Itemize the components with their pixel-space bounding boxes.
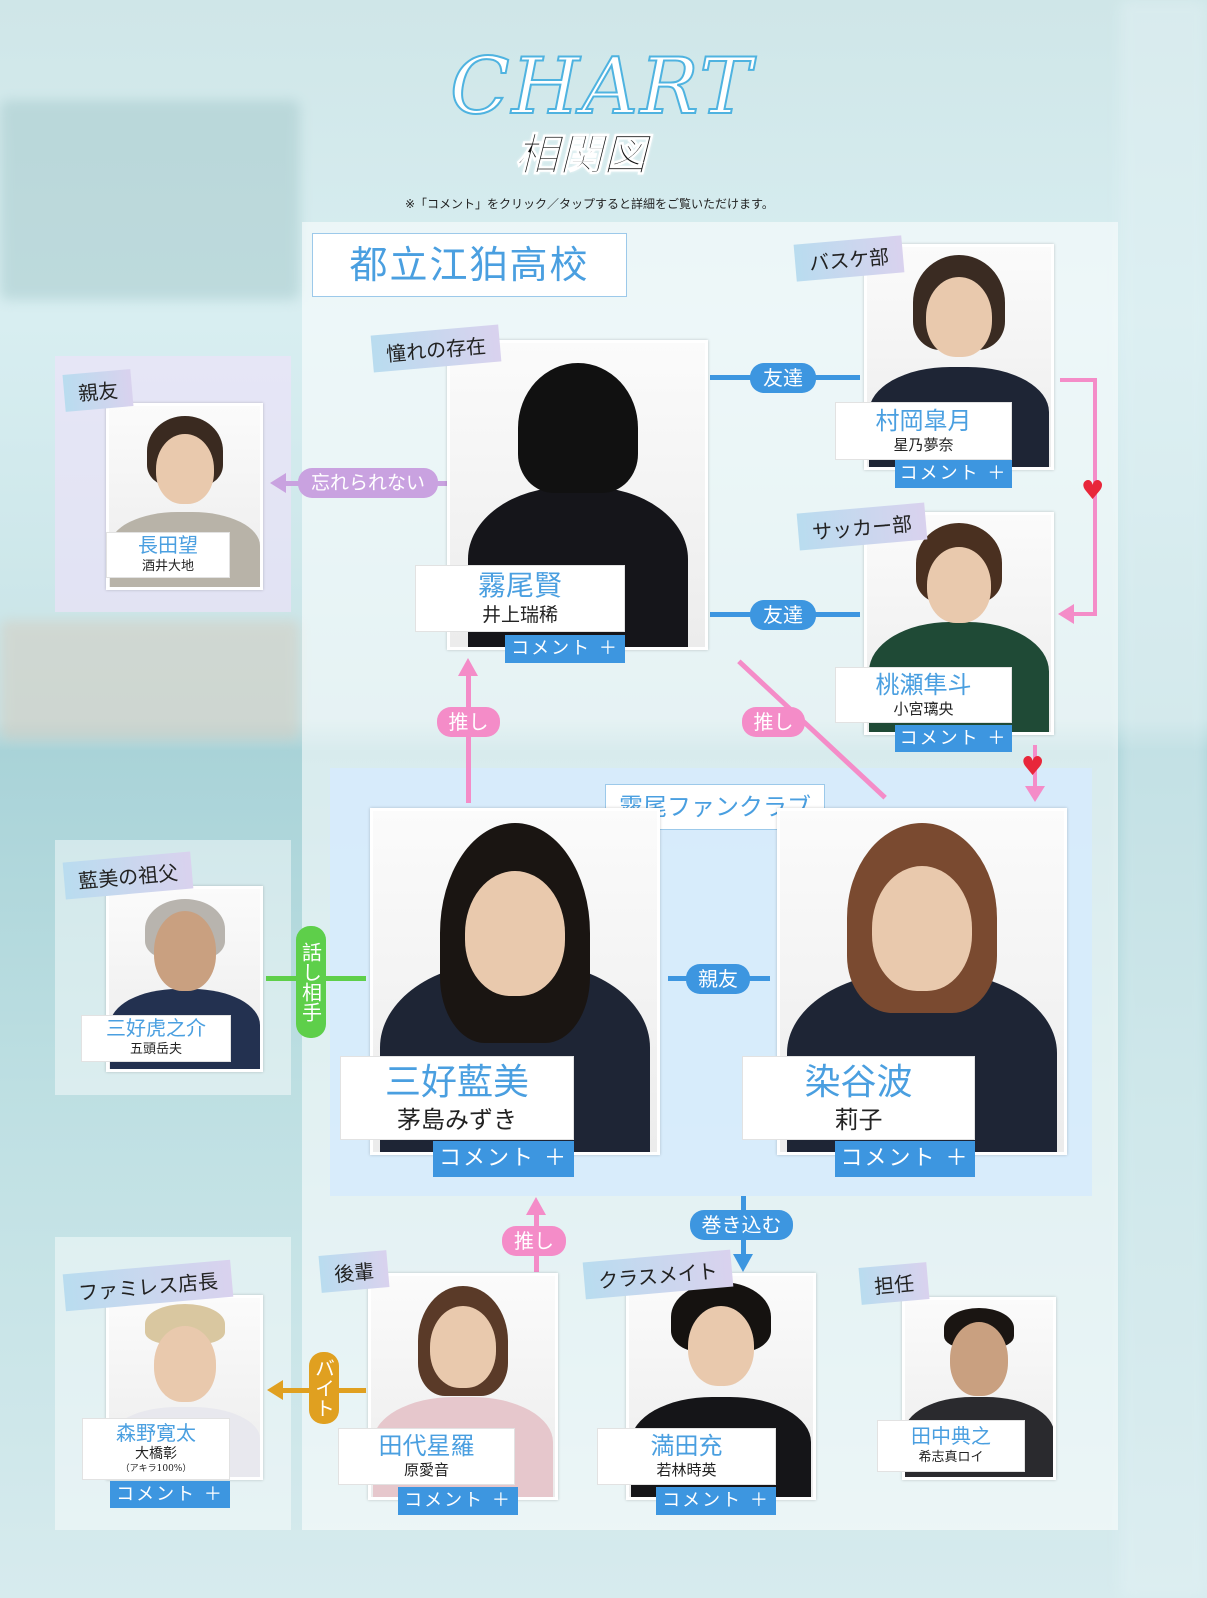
relation-oshi-2: 推し: [742, 707, 805, 737]
tag-junior: 後輩: [318, 1250, 390, 1293]
actor-name: 星乃夢奈: [893, 436, 954, 454]
oshi-line-1: [466, 675, 471, 803]
background-window: [1120, 0, 1207, 1598]
title-jp: 相関図: [515, 130, 648, 181]
character-name: 森野寛太: [116, 1421, 196, 1445]
relation-friend-1: 友達: [750, 363, 816, 393]
actor-name: 小宮璃央: [893, 700, 954, 718]
background-desk: [0, 620, 300, 740]
background-shelf: [0, 100, 300, 300]
character-name: 村岡皐月: [875, 407, 972, 435]
character-name: 霧尾賢: [477, 569, 562, 602]
character-name: 満田充: [650, 1432, 723, 1460]
relation-talk: 話し相手: [296, 926, 326, 1038]
namebox-manager: 森野寛太 大橋彰 （アキラ100%）: [82, 1418, 230, 1480]
character-name: 三好藍美: [384, 1062, 529, 1103]
school-label: 都立江狛高校: [312, 233, 627, 297]
tag-homeroom-teacher: 担任: [858, 1262, 930, 1305]
actor-name: 五頭岳夫: [129, 1042, 182, 1057]
arrow-left-icon: [1058, 604, 1074, 624]
relation-involve: 巻き込む: [690, 1210, 793, 1240]
comment-button[interactable]: コメント ＋: [835, 1141, 975, 1177]
character-name: 三好虎之介: [106, 1016, 206, 1040]
relation-part-time: バイト: [309, 1352, 339, 1424]
actor-name: 茅島みずき: [397, 1106, 517, 1134]
heart-icon: ♥: [1081, 476, 1105, 506]
character-name: 田代星羅: [378, 1432, 475, 1460]
namebox-muraoka: 村岡皐月 星乃夢奈: [835, 402, 1012, 460]
character-name: 桃瀬隼斗: [875, 671, 972, 699]
arrow-up-icon: [458, 658, 478, 676]
arrow-down-icon: [733, 1254, 753, 1272]
namebox-grandpa: 三好虎之介 五頭岳夫: [81, 1015, 231, 1062]
namebox-nagata: 長田望 酒井大地: [106, 532, 230, 578]
love-line-bottom: [1070, 612, 1097, 616]
arrow-down-icon: [1025, 786, 1045, 802]
relation-oshi-1: 推し: [437, 707, 500, 737]
relation-unforgettable: 忘れられない: [298, 468, 438, 498]
relation-oshi-3: 推し: [502, 1226, 566, 1256]
relation-best-friend: 親友: [686, 964, 750, 994]
tag-best-friend: 親友: [62, 369, 134, 412]
namebox-kirio: 霧尾賢 井上瑞稀: [415, 565, 625, 632]
actor-name: 原愛音: [403, 1461, 449, 1479]
arrow-left-icon: [270, 473, 286, 493]
photo-nagata: [106, 403, 263, 590]
character-name: 染谷波: [804, 1062, 913, 1103]
comment-button[interactable]: コメント ＋: [505, 635, 625, 663]
love-line-2: [1033, 745, 1037, 790]
actor-note: （アキラ100%）: [120, 1464, 192, 1474]
actor-name: 酒井大地: [141, 559, 194, 574]
comment-button[interactable]: コメント ＋: [895, 460, 1012, 488]
instruction-note: ※「コメント」をクリック／タップすると詳細をご覧いただけます。: [405, 197, 774, 211]
character-name: 長田望: [138, 533, 198, 557]
actor-name: 莉子: [834, 1106, 883, 1134]
relation-friend-2: 友達: [750, 600, 816, 630]
love-line-top: [1060, 378, 1096, 382]
heart-icon: ♥: [1021, 752, 1045, 782]
comment-button[interactable]: コメント ＋: [656, 1487, 776, 1515]
actor-name: 希志真ロイ: [918, 1450, 984, 1465]
character-name: 田中典之: [911, 1424, 991, 1448]
namebox-tashiro: 田代星羅 原愛音: [338, 1428, 515, 1485]
comment-button[interactable]: コメント ＋: [433, 1141, 574, 1177]
namebox-mitsuta: 満田充 若林時英: [597, 1428, 776, 1485]
actor-name: 井上瑞稀: [481, 604, 558, 626]
namebox-momose: 桃瀬隼斗 小宮璃央: [835, 667, 1012, 723]
comment-button[interactable]: コメント ＋: [895, 725, 1012, 752]
namebox-tanaka: 田中典之 希志真ロイ: [877, 1420, 1025, 1472]
namebox-ramie: 三好藍美 茅島みずき: [340, 1056, 574, 1140]
actor-name: 若林時英: [656, 1461, 717, 1479]
comment-button[interactable]: コメント ＋: [110, 1481, 230, 1508]
namebox-somegaya: 染谷波 莉子: [742, 1056, 975, 1140]
comment-button[interactable]: コメント ＋: [398, 1487, 518, 1515]
title-en: CHART: [449, 42, 754, 132]
actor-name: 大橋彰: [135, 1446, 177, 1462]
arrow-up-icon: [526, 1197, 546, 1215]
arrow-left-icon: [267, 1380, 283, 1400]
love-line-vertical: [1093, 378, 1097, 616]
photo-tashiro[interactable]: [368, 1273, 558, 1500]
